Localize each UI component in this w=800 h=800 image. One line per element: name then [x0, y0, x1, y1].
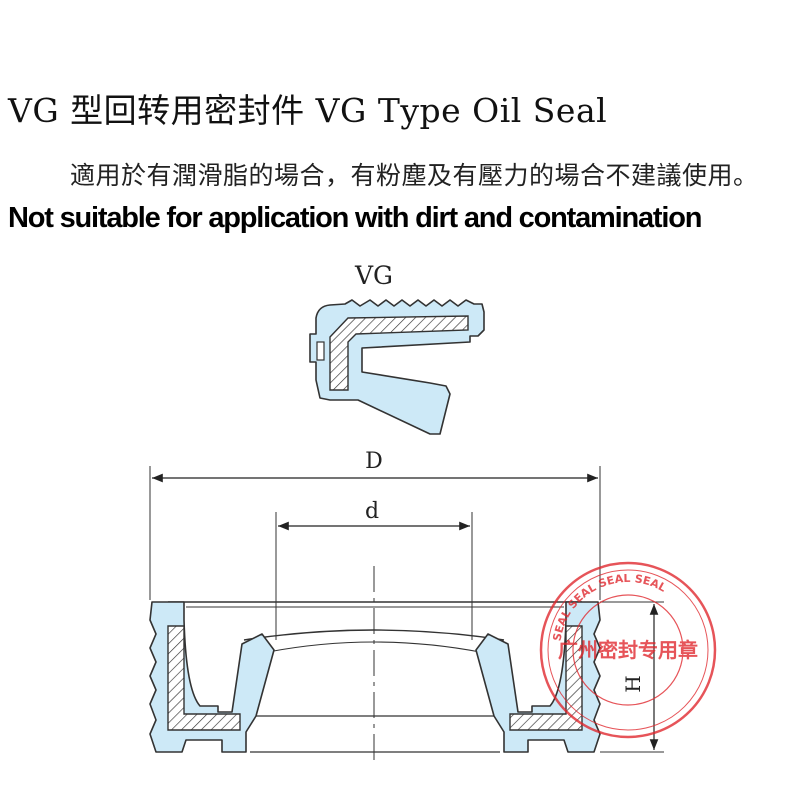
usage-note-chinese: 適用於有潤滑脂的場合，有粉塵及有壓力的場合不建議使用。 — [70, 161, 759, 190]
dimension-outer-diameter-label: D — [365, 449, 383, 474]
seal-profile-section — [309, 299, 485, 435]
profile-metal-insert — [329, 315, 469, 391]
seal-cross-section — [149, 601, 601, 753]
dimension-lines: D d H — [149, 449, 664, 762]
dimension-height-label: H — [621, 675, 645, 692]
usage-note-english: Not suitable for application with dirt a… — [8, 202, 702, 234]
page-title: VG 型回转用密封件 VG Type Oil Seal — [8, 91, 608, 130]
dimension-inner-diameter-label: d — [365, 499, 379, 524]
profile-label: VG — [354, 261, 393, 290]
company-seal-stamp: SEAL SEAL SEAL SEAL 广州密封专用章 — [539, 561, 717, 739]
left-metal-insert — [167, 625, 241, 731]
stamp-text: 广州密封专用章 — [558, 638, 698, 662]
